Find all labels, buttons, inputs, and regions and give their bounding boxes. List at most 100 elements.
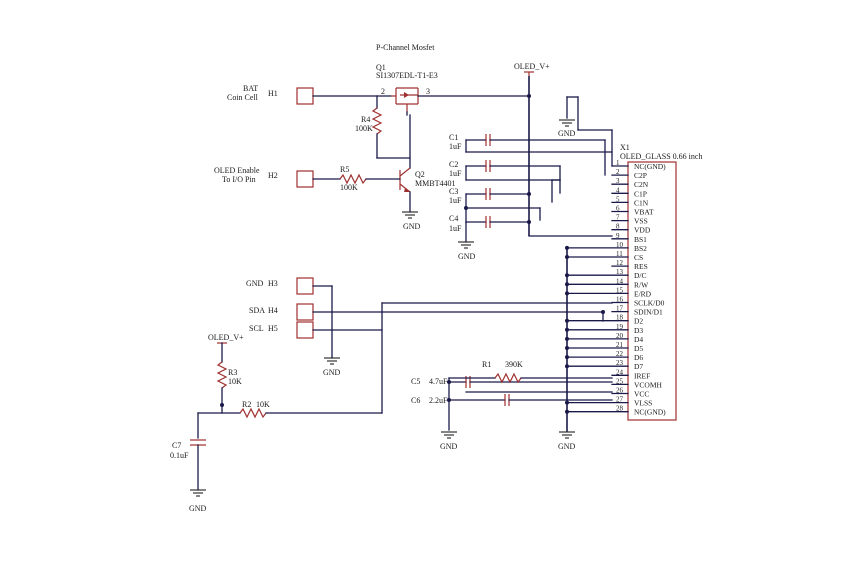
- node-c4-rail: [527, 220, 531, 224]
- gnd-label-top: GND: [558, 129, 576, 138]
- c2-capacitor: [465, 160, 561, 172]
- r4-resistor: [371, 107, 383, 135]
- node-c3-rail: [527, 192, 531, 196]
- x1-pin-name: IREF: [634, 371, 650, 380]
- x1-pin-name: VCC: [634, 390, 649, 399]
- x1-pin-number: 2: [616, 168, 620, 176]
- r3-resistor: [216, 361, 228, 389]
- c4-value: 1uF: [449, 224, 462, 233]
- r1-value: 390K: [505, 360, 523, 369]
- q2-part: MMBT4401: [415, 179, 455, 188]
- c3-ref: C3: [449, 187, 458, 196]
- c1-capacitor: [465, 134, 606, 146]
- x1-pin-name: VLSS: [634, 399, 652, 408]
- x1-pin-number: 17: [616, 305, 624, 313]
- oled-v-top-label: OLED_V+: [514, 62, 550, 71]
- h1-label: BAT: [243, 84, 258, 93]
- x1-pin-number: 7: [616, 214, 620, 222]
- c1-ref: C1: [449, 133, 458, 142]
- x1-pin-number: 16: [616, 296, 624, 304]
- h4-label: SDA: [249, 306, 265, 315]
- q2-ref: Q2: [415, 170, 425, 179]
- x1-pin-number: 5: [616, 195, 620, 203]
- x1-pin-number: 11: [616, 250, 623, 258]
- x1-pin-name: D/C: [634, 271, 647, 280]
- q1-pin3: 3: [426, 87, 430, 96]
- c5-value: 4.7uF: [429, 377, 448, 386]
- x1-pin-number: 26: [616, 387, 624, 395]
- x1-pin-number: 8: [616, 223, 620, 231]
- x1-pin-name: C2P: [634, 171, 647, 180]
- x1-pin-number: 22: [616, 350, 624, 358]
- gnd-symbol-c5c6: [441, 431, 457, 439]
- x1-pin-number: 1: [616, 159, 620, 167]
- x1-pin-number: 21: [616, 341, 624, 349]
- node-rail-top: [527, 94, 531, 98]
- gnd-symbol-q2: [402, 211, 418, 219]
- h5-label: SCL: [249, 324, 264, 333]
- x1-pin-name: D7: [634, 362, 643, 371]
- h5-connector: [296, 321, 314, 339]
- x1-pin-name: BS1: [634, 235, 647, 244]
- oled-v-left-label: OLED_V+: [208, 333, 244, 342]
- x1-pin-name: NC(GND): [634, 162, 666, 171]
- h3-connector: [296, 277, 314, 295]
- x1-pin-name: BS2: [634, 244, 647, 253]
- x1-pin-number: 14: [616, 277, 624, 285]
- h1-sub: Coin Cell: [227, 93, 259, 102]
- q1-mosfet: [391, 87, 419, 112]
- gnd-symbol-c7: [190, 489, 206, 497]
- r1-ref: R1: [482, 360, 491, 369]
- x1-pin-name: VSS: [634, 217, 648, 226]
- x1-pin-name: C2N: [634, 180, 649, 189]
- x1-part: OLED_GLASS 0.66 inch: [620, 152, 702, 161]
- x1-body: [627, 161, 677, 421]
- h4-ref: H4: [268, 306, 278, 315]
- title-label: P-Channel Mosfet: [376, 43, 435, 52]
- x1-ref: X1: [620, 143, 630, 152]
- x1-pin-number: 19: [616, 323, 624, 331]
- r5-resistor: [339, 173, 367, 185]
- x1-pin-number: 25: [616, 377, 624, 385]
- q1-part: SI1307EDL-T1-E3: [376, 71, 438, 80]
- c2-ref: C2: [449, 160, 458, 169]
- r5-ref: R5: [340, 165, 349, 174]
- x1-pin-number: 24: [616, 368, 624, 376]
- gnd-label-q2: GND: [403, 222, 421, 231]
- gnd-symbol-right: [559, 431, 575, 439]
- c6-ref: C6: [411, 396, 420, 405]
- c3-value: 1uF: [449, 196, 462, 205]
- x1-pin-name: VCOMH: [634, 380, 663, 389]
- q1-ref: Q1: [376, 63, 386, 72]
- x1-pin-number: 12: [616, 259, 624, 267]
- r4-ref: R4: [361, 115, 370, 124]
- c7-value: 0.1uF: [170, 451, 189, 460]
- r2-value: 10K: [256, 400, 270, 409]
- x1-pin-name: C1P: [634, 189, 647, 198]
- r2-ref: R2: [242, 400, 251, 409]
- h4-connector: [296, 303, 314, 321]
- node-sda: [601, 310, 605, 314]
- x1-pin-name: NC(GND): [634, 408, 666, 417]
- r2-resistor: [239, 407, 267, 419]
- x1-pin-name: VBAT: [634, 208, 654, 217]
- gnd-label-h3: GND: [323, 368, 341, 377]
- x1-pin-number: 27: [616, 396, 624, 404]
- h2-sub: To I/O Pin: [222, 175, 256, 184]
- c4-ref: C4: [449, 214, 458, 223]
- x1-pin-number: 18: [616, 314, 624, 322]
- h3-ref: H3: [268, 279, 278, 288]
- x1-pin-number: 28: [616, 405, 624, 413]
- x1-pin-name: R/W: [634, 280, 649, 289]
- c3-capacitor: [465, 188, 530, 200]
- x1-pin-number: 13: [616, 268, 624, 276]
- gnd-label-c7: GND: [189, 504, 207, 513]
- r1-resistor: [494, 372, 522, 384]
- x1-pin-number: 4: [616, 186, 620, 194]
- x1-pin-name: D6: [634, 353, 643, 362]
- gnd-label-right: GND: [558, 442, 576, 451]
- q1-pin2: 2: [381, 87, 385, 96]
- h5-ref: H5: [268, 324, 278, 333]
- r3-ref: R3: [228, 368, 237, 377]
